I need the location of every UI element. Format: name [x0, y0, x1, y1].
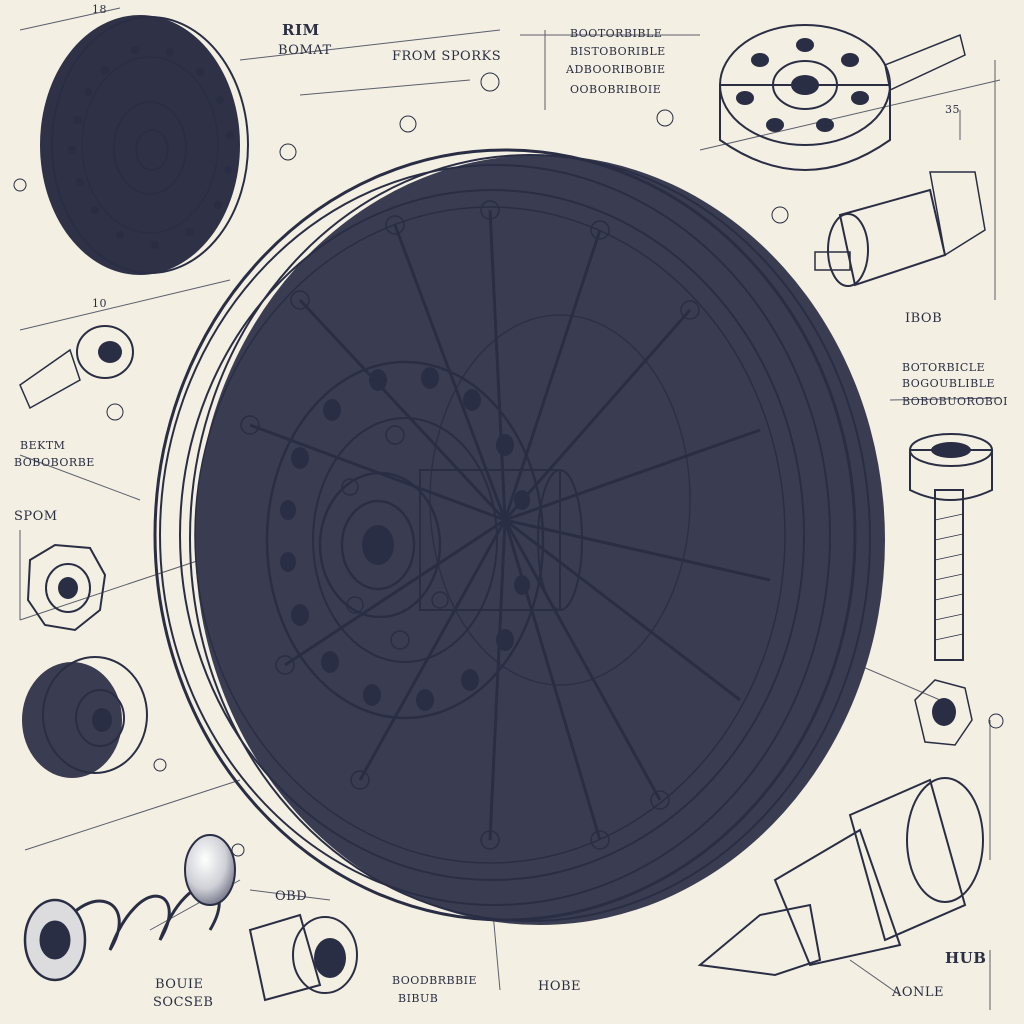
- top-block-line-3: ADBOORIBOBIE: [566, 63, 666, 76]
- dimension-label-right: 35: [945, 103, 960, 116]
- leader-lines: [19, 7, 1001, 1010]
- bottom-left-line-2: SOCSEB: [153, 995, 214, 1010]
- hub-label: HUB: [945, 949, 987, 967]
- top-right-hub-disc: [719, 24, 966, 171]
- top-block-line-1: BOOTORBIBLE: [570, 27, 663, 40]
- hex-nut-part: [914, 679, 973, 746]
- right-hub-small-label: IBOB: [905, 311, 943, 326]
- bolt-part: [909, 433, 993, 661]
- coil-spring-part: [23, 834, 236, 982]
- top-block-line-4: OOBOBRIBOIE: [570, 83, 662, 96]
- bottom-center-line-2: BIBUB: [398, 992, 439, 1005]
- rim-sub-label: BOMAT: [278, 43, 332, 58]
- flange-nut-part: [248, 913, 358, 1002]
- hobe-label: HOBE: [538, 979, 582, 994]
- axle-label: AONLE: [892, 985, 945, 1000]
- dimension-label-left-small: 10: [92, 297, 107, 310]
- main-wheel: [153, 148, 885, 925]
- valve-fitting-part: [19, 325, 134, 410]
- top-left-brake-disc: [40, 15, 249, 275]
- right-block-line-1: BOTORBICLE: [902, 361, 986, 374]
- dimension-label-top-left: 18: [92, 3, 107, 16]
- top-block-line-2: BISTOBORIBLE: [570, 45, 666, 58]
- from-spokes-label: FROM SPORKS: [392, 49, 502, 64]
- left-block-line-2: BOBOBORBE: [14, 456, 95, 469]
- spom-label: SPOM: [14, 509, 58, 524]
- bottom-center-line-1: BOODBRBBIE: [392, 974, 478, 987]
- right-block-line-3: BOBOBUOROBOI: [902, 395, 1008, 408]
- gear-nut-part: [26, 543, 107, 632]
- right-block-line-2: BOGOUBLIBLE: [902, 377, 996, 390]
- dimension-label-bottom-mid: OBD: [275, 889, 308, 904]
- axle-part: [697, 777, 984, 977]
- bottom-left-line-1: BOUIE: [155, 977, 204, 992]
- left-block-line-1: BEKTM: [20, 439, 66, 452]
- rim-label: RIM: [282, 21, 320, 39]
- bearing-part: [22, 656, 148, 778]
- spline-cylinder-part: [814, 171, 986, 287]
